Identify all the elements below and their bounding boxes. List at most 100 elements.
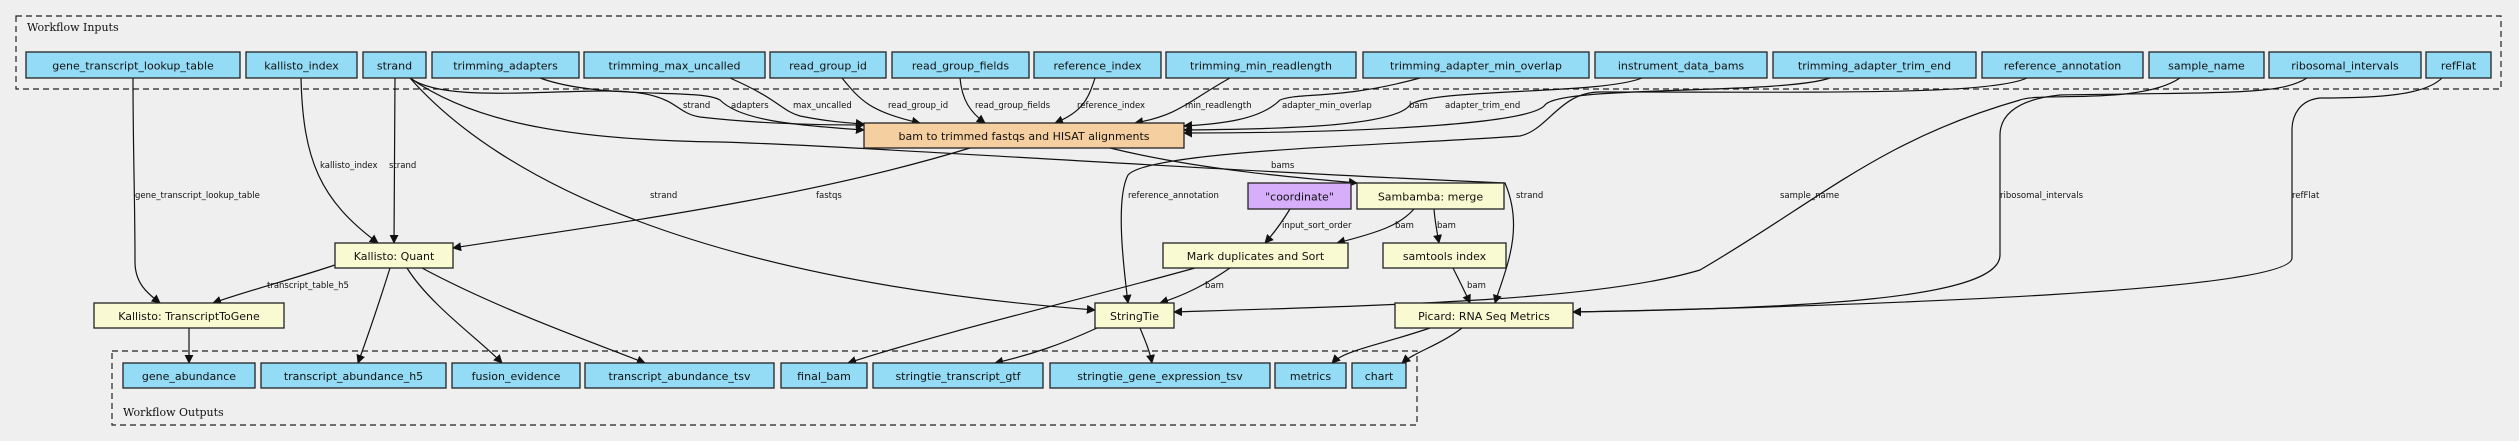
input-node-strand[interactable]: strand [362, 51, 427, 79]
edge-read_group_id-to-bam_to_trimmed: read_group_id [841, 77, 948, 126]
node-label: Kallisto: Quant [354, 250, 435, 263]
input-node-gene-transcript-lookup-table[interactable]: gene_transcript_lookup_table [25, 51, 241, 79]
node-label: final_bam [797, 370, 851, 383]
step-node-mark-dup[interactable]: Mark duplicates and Sort [1162, 242, 1349, 269]
step-node-stringtie[interactable]: StringTie [1094, 302, 1175, 329]
input-node-trimming-adapter-trim-end[interactable]: trimming_adapter_trim_end [1772, 51, 1977, 79]
subworkflow-node-bam-to-trimmed[interactable]: bam to trimmed fastqs and HISAT alignmen… [863, 122, 1185, 149]
edge-line [1183, 77, 1831, 138]
output-node-final-bam[interactable]: final_bam [780, 362, 868, 389]
edge-label: read_group_fields [975, 101, 1051, 111]
edge-line [421, 267, 646, 365]
edge-mark_dup-to-stringtie: bam [1159, 267, 1231, 305]
step-node-kallisto-quant[interactable]: Kallisto: Quant [334, 242, 454, 269]
output-node-gene-abundance[interactable]: gene_abundance [122, 362, 256, 389]
node-label: samtools index [1403, 250, 1487, 263]
edge-label: strand [1516, 191, 1543, 201]
node-box [2425, 51, 2492, 79]
edge-sambamba_merge-to-mark_dup: bam [1336, 208, 1415, 246]
edge-bam_to_trimmed-to-sambamba_merge: bams [1109, 147, 1358, 187]
node-label: gene_abundance [142, 370, 236, 383]
output-node-stringtie-gene-expression-tsv[interactable]: stringtie_gene_expression_tsv [1049, 362, 1271, 389]
node-box [362, 51, 427, 79]
node-box [2148, 51, 2265, 79]
output-node-chart[interactable]: chart [1351, 362, 1407, 389]
edge-kallisto_index-to-kallisto_quant: kallisto_index [300, 77, 379, 244]
edge-line [409, 77, 1096, 314]
input-node-kallisto-index[interactable]: kallisto_index [245, 51, 358, 79]
node-box [1981, 51, 2144, 79]
edge-label: adapter_trim_end [1445, 101, 1520, 111]
input-node-trimming-adapter-min-overlap[interactable]: trimming_adapter_min_overlap [1362, 51, 1590, 79]
node-box [872, 362, 1044, 389]
edge-label: bam [1467, 281, 1486, 291]
step-node-transcript-to-gene[interactable]: Kallisto: TranscriptToGene [93, 302, 285, 329]
node-label: strand [377, 60, 412, 73]
edge-label: reference_index [1077, 101, 1145, 111]
edge-reference_index-to-bam_to_trimmed: reference_index [1054, 77, 1145, 125]
node-box [451, 362, 581, 389]
node-box [245, 51, 358, 79]
edge-label: adapters [731, 101, 769, 111]
edge-line [841, 77, 921, 126]
output-node-metrics[interactable]: metrics [1274, 362, 1347, 389]
output-node-transcript-abundance-tsv[interactable]: transcript_abundance_tsv [584, 362, 775, 389]
edge-label: fastqs [816, 191, 842, 201]
input-node-trimming-min-readlength[interactable]: trimming_min_readlength [1165, 51, 1357, 79]
input-node-sample-name[interactable]: sample_name [2148, 51, 2265, 79]
edge-line [1433, 208, 1442, 244]
input-node-read-group-id[interactable]: read_group_id [769, 51, 887, 79]
node-label: fusion_evidence [472, 370, 561, 383]
output-node-transcript-abundance-h5[interactable]: transcript_abundance_h5 [260, 362, 447, 389]
constant-node-coordinate[interactable]: "coordinate" [1247, 182, 1352, 210]
workflow-outputs-title: Workflow Outputs [123, 406, 224, 419]
output-node-stringtie-transcript-gtf[interactable]: stringtie_transcript_gtf [872, 362, 1044, 389]
edge-kallisto_quant-to-fusion_evidence [406, 267, 503, 364]
input-node-refFlat[interactable]: refFlat [2425, 51, 2492, 79]
output-node-fusion-evidence[interactable]: fusion_evidence [451, 362, 581, 389]
node-label: trimming_adapter_trim_end [1798, 60, 1951, 73]
edge-label: adapter_min_overlap [1282, 101, 1372, 111]
node-label: "coordinate" [1265, 191, 1334, 204]
workflow-outputs-cluster: Workflow Outputs [111, 350, 1418, 426]
input-node-trimming-adapters[interactable]: trimming_adapters [431, 51, 580, 79]
node-box [1362, 51, 1590, 79]
step-node-picard[interactable]: Picard: RNA Seq Metrics [1394, 302, 1574, 329]
node-box [1356, 182, 1505, 210]
node-box [584, 362, 775, 389]
edge-label: ribosomal_intervals [2000, 191, 2084, 201]
input-node-trimming-max-uncalled[interactable]: trimming_max_uncalled [583, 51, 766, 79]
input-node-ribosomal-intervals[interactable]: ribosomal_intervals [2268, 51, 2422, 79]
node-box [1094, 302, 1175, 329]
step-node-samtools-index[interactable]: samtools index [1382, 242, 1507, 269]
edge-label: refFlat [2292, 191, 2320, 201]
edge-ribosomal_intervals-to-picard: ribosomal_intervals [1572, 77, 2308, 317]
edge-label: bam [1437, 221, 1456, 231]
input-node-read-group-fields[interactable]: read_group_fields [891, 51, 1030, 79]
node-box [1382, 242, 1507, 269]
node-box [122, 362, 256, 389]
edge-bam_to_trimmed-to-kallisto_quant: fastqs [452, 147, 971, 252]
edge-line [1054, 77, 1096, 125]
node-label: trimming_min_readlength [1190, 60, 1332, 73]
node-box [769, 51, 887, 79]
node-box [1162, 242, 1349, 269]
edge-line [406, 267, 503, 364]
edge-trimming_adapter_min_overlap-to-bam_to_trimmed: adapter_min_overlap [1183, 77, 1421, 131]
edge-line [539, 77, 865, 134]
node-label: kallisto_index [264, 60, 339, 73]
edge-kallisto_quant-to-transcript_abundance_h5 [356, 267, 391, 364]
node-box [891, 51, 1030, 79]
step-node-sambamba-merge[interactable]: Sambamba: merge [1356, 182, 1505, 210]
input-node-reference-index[interactable]: reference_index [1033, 51, 1162, 79]
edge-label: min_readlength [1185, 101, 1252, 111]
node-box [260, 362, 447, 389]
edge-line [1109, 147, 1358, 187]
input-node-reference-annotation[interactable]: reference_annotation [1981, 51, 2144, 79]
input-node-instrument-data-bams[interactable]: instrument_data_bams [1594, 51, 1768, 79]
edge-line [212, 264, 336, 305]
edge-label: gene_transcript_lookup_table [135, 191, 260, 201]
node-label: transcript_abundance_tsv [609, 370, 751, 383]
edge-line [1264, 208, 1291, 244]
edge-read_group_fields-to-bam_to_trimmed: read_group_fields [959, 77, 1051, 124]
